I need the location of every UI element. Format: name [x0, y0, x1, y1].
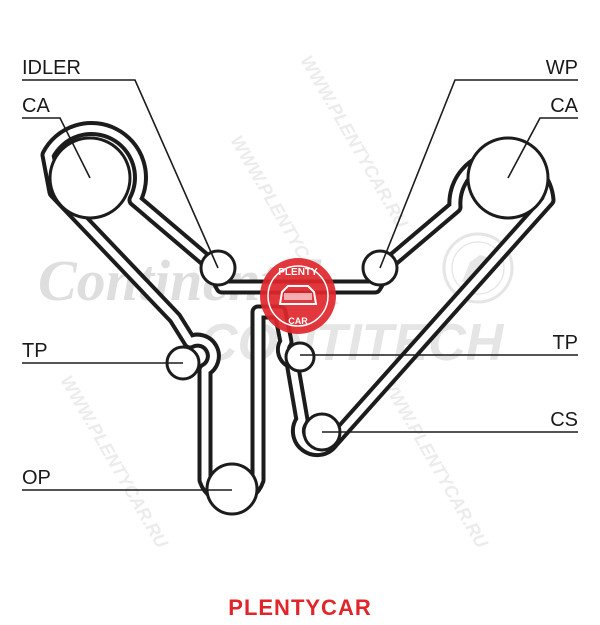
label-tp-left: TP: [22, 340, 48, 362]
pulley-tp-right: [284, 341, 316, 373]
leader-lines: [22, 79, 578, 491]
component-labels: IDLER CA WP CA TP TP CS OP: [22, 57, 579, 489]
svg-text:WWW.PLENTYCAR.RU: WWW.PLENTYCAR.RU: [297, 52, 413, 232]
svg-text:WWW.PLENTYCAR.RU: WWW.PLENTYCAR.RU: [57, 372, 173, 552]
watermark-contitech: CONTITECH: [200, 314, 505, 372]
label-ca-right: CA: [550, 95, 578, 117]
svg-text:WWW.PLENTYCAR.RU: WWW.PLENTYCAR.RU: [377, 372, 493, 552]
footer-brand: PLENTYCAR: [228, 595, 372, 620]
seal-bottom-text: CAR: [288, 316, 308, 326]
car-icon: [278, 285, 318, 305]
label-op: OP: [22, 467, 51, 489]
label-tp-right: TP: [552, 332, 578, 354]
pulley-op: [205, 462, 259, 516]
label-wp: WP: [546, 57, 578, 79]
plentycar-seal: PLENTY CAR: [260, 258, 336, 334]
label-idler: IDLER: [22, 57, 81, 79]
label-ca-left: CA: [22, 95, 50, 117]
seal-top-text: PLENTY: [278, 267, 318, 278]
label-cs: CS: [550, 409, 578, 431]
